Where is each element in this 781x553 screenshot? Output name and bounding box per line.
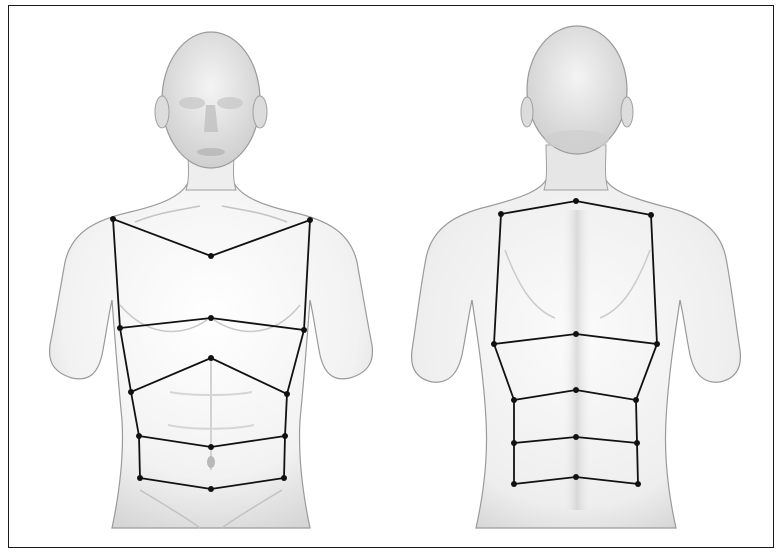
back-node [648,212,654,218]
front-node [208,355,214,361]
front-node [301,327,307,333]
back-node [498,211,504,217]
front-node [117,325,123,331]
back-node [573,331,579,337]
front-node [281,475,287,481]
back-ear-left [521,97,533,127]
front-node [208,486,214,492]
back-neck-shadow [545,130,609,150]
front-node [137,475,143,481]
front-node [128,389,134,395]
front-node [307,217,313,223]
back-node [635,481,641,487]
front-node [136,433,142,439]
back-node [491,341,497,347]
front-figure [50,32,373,528]
back-figure [412,26,741,528]
back-node [573,198,579,204]
front-node [284,391,290,397]
back-ear-right [621,97,633,127]
front-node [208,315,214,321]
front-torso-silhouette [50,178,373,528]
front-navel [207,456,215,468]
back-spine-shade [560,210,594,510]
back-node [573,387,579,393]
back-node [511,481,517,487]
front-mouth [197,148,225,156]
front-eye-shadow-right [217,97,243,109]
back-node [634,440,640,446]
back-node [511,397,517,403]
front-eye-shadow-left [179,97,205,109]
back-node [633,397,639,403]
front-node [208,444,214,450]
back-node [654,341,660,347]
back-node [511,440,517,446]
front-node [110,216,116,222]
back-node [573,434,579,440]
front-node [208,253,214,259]
front-ear-left [155,96,169,128]
back-node [573,474,579,480]
front-node [282,433,288,439]
front-head [162,32,260,168]
front-ear-right [253,96,267,128]
